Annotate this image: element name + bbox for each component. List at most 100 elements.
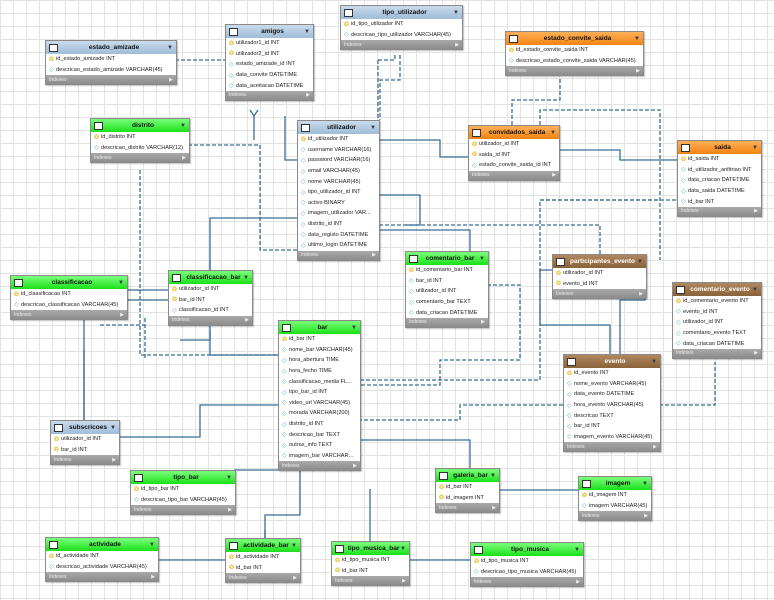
column-row[interactable]: ◇data_aceitacao DATETIME bbox=[226, 80, 313, 91]
column-row[interactable]: ◇data_convite DATETIME bbox=[226, 70, 313, 81]
column-row[interactable]: ❂id_imagem INT bbox=[436, 493, 499, 504]
table-comentario-evento[interactable]: comentario_evento▼❂id_comentario_evento … bbox=[672, 282, 762, 359]
expand-arrow-icon[interactable]: ▶ bbox=[455, 41, 459, 48]
table-header[interactable]: estado_amizade▼ bbox=[46, 41, 176, 54]
column-row[interactable]: ◇descricao_estado_convite_saida VARCHAR(… bbox=[506, 56, 643, 67]
table-participantes-evento[interactable]: participantes_evento▼❂utilizador_id INT❂… bbox=[552, 254, 647, 300]
expand-arrow-icon[interactable]: ▶ bbox=[245, 317, 249, 324]
column-row[interactable]: ◇utilizador_id INT bbox=[673, 317, 761, 328]
table-classificacao-bar[interactable]: classificacao_bar▼❂utilizador_id INT❂bar… bbox=[168, 270, 253, 326]
column-row[interactable]: ◇data_evento DATETIME bbox=[564, 389, 660, 400]
collapse-arrow-icon[interactable]: ▼ bbox=[149, 541, 155, 548]
column-row[interactable]: ◇imagem VARCHAR(45) bbox=[579, 501, 651, 512]
column-row[interactable]: ◇morada VARCHAR(200) bbox=[279, 408, 360, 419]
expand-arrow-icon[interactable]: ▶ bbox=[293, 574, 297, 581]
column-row[interactable]: ◇descricao_classificacao VARCHAR(45) bbox=[11, 300, 127, 311]
column-row[interactable]: ◇classificacao_id INT bbox=[169, 305, 252, 316]
indexes-footer[interactable]: Indexes▶ bbox=[226, 90, 313, 100]
expand-arrow-icon[interactable]: ▶ bbox=[492, 504, 496, 511]
column-row[interactable]: ❂id_evento INT bbox=[564, 368, 660, 379]
column-row[interactable]: ◇descricao_bar TEXT bbox=[279, 429, 360, 440]
indexes-footer[interactable]: Indexes▶ bbox=[471, 577, 583, 587]
collapse-arrow-icon[interactable]: ▼ bbox=[453, 9, 459, 16]
table-convidados-saida[interactable]: convidados_saida▼❂utilizador_id INT❂said… bbox=[468, 125, 560, 181]
column-row[interactable]: ❂id_comentario_evento INT bbox=[673, 296, 761, 307]
identifying-relationship-line[interactable] bbox=[284, 116, 297, 161]
column-row[interactable]: ◇descricao_tipo_musica VARCHAR(45) bbox=[471, 567, 583, 578]
non-identifying-relationship-line[interactable] bbox=[378, 224, 601, 254]
non-identifying-relationship-line[interactable] bbox=[379, 55, 401, 120]
column-row[interactable]: ◇tipo_bar_id INT bbox=[279, 387, 360, 398]
column-row[interactable]: ◇ultimo_login DATETIME bbox=[298, 240, 379, 251]
indexes-footer[interactable]: Indexes▶ bbox=[131, 505, 235, 515]
table-estado-convite-saida[interactable]: estado_convite_saida▼❂id_estado_convite_… bbox=[505, 31, 644, 77]
collapse-arrow-icon[interactable]: ▼ bbox=[400, 545, 406, 552]
column-row[interactable]: ◇nome_evento VARCHAR(45) bbox=[564, 379, 660, 390]
table-classificacao[interactable]: classificacao▼❂id_classificacao INT◇desc… bbox=[10, 275, 128, 321]
column-row[interactable]: ◇data_criacao DATETIME bbox=[673, 338, 761, 349]
column-row[interactable]: ◇evento_id INT bbox=[673, 307, 761, 318]
table-header[interactable]: tipo_musica_bar▼ bbox=[332, 542, 409, 555]
column-row[interactable]: ❂id_bar INT bbox=[279, 334, 360, 345]
collapse-arrow-icon[interactable]: ▼ bbox=[637, 258, 643, 265]
indexes-footer[interactable]: Indexes▶ bbox=[169, 315, 252, 325]
column-row[interactable]: ◇username VARCHAR(16) bbox=[298, 145, 379, 156]
table-header[interactable]: bar▼ bbox=[279, 321, 360, 334]
column-row[interactable]: ❂utilizador_id INT bbox=[553, 268, 646, 279]
expand-arrow-icon[interactable]: ▶ bbox=[182, 154, 186, 161]
table-header[interactable]: classificacao_bar▼ bbox=[169, 271, 252, 284]
table-header[interactable]: convidados_saida▼ bbox=[469, 126, 559, 139]
column-row[interactable]: ◇hora_evento VARCHAR(45) bbox=[564, 400, 660, 411]
collapse-arrow-icon[interactable]: ▼ bbox=[752, 286, 758, 293]
table-header[interactable]: evento▼ bbox=[564, 355, 660, 368]
indexes-footer[interactable]: Indexes▶ bbox=[553, 289, 646, 299]
table-header[interactable]: tipo_utilizador▼ bbox=[341, 6, 462, 19]
column-row[interactable]: ❂evento_id INT bbox=[553, 279, 646, 290]
column-row[interactable]: ◇password VARCHAR(16) bbox=[298, 155, 379, 166]
table-tipo-musica-bar[interactable]: tipo_musica_bar▼❂id_tipo_musica INT❂id_b… bbox=[331, 541, 410, 587]
expand-arrow-icon[interactable]: ▶ bbox=[228, 506, 232, 513]
column-row[interactable]: ◇id_bar INT bbox=[678, 196, 761, 207]
indexes-footer[interactable]: Indexes▶ bbox=[46, 572, 158, 582]
table-utilizador[interactable]: utilizador▼❂id_utilizador INT◇username V… bbox=[297, 120, 380, 261]
indexes-footer[interactable]: Indexes▶ bbox=[678, 206, 761, 216]
non-identifying-relationship-line[interactable] bbox=[511, 78, 561, 125]
expand-arrow-icon[interactable]: ▶ bbox=[636, 67, 640, 74]
table-header[interactable]: tipo_musica▼ bbox=[471, 543, 583, 556]
indexes-footer[interactable]: Indexes▶ bbox=[332, 576, 409, 586]
collapse-arrow-icon[interactable]: ▼ bbox=[291, 542, 297, 549]
column-row[interactable]: ❂bar_id INT bbox=[169, 295, 252, 306]
expand-arrow-icon[interactable]: ▶ bbox=[169, 76, 173, 83]
column-row[interactable]: ◇imagem_utilizador VAR... bbox=[298, 208, 379, 219]
column-row[interactable]: ❂id_tipo_musica INT bbox=[471, 556, 583, 567]
table-header[interactable]: classificacao▼ bbox=[11, 276, 127, 289]
indexes-footer[interactable]: Indexes▶ bbox=[91, 153, 189, 163]
collapse-arrow-icon[interactable]: ▼ bbox=[490, 472, 496, 479]
collapse-arrow-icon[interactable]: ▼ bbox=[634, 35, 640, 42]
column-row[interactable]: ◇data_registo DATETIME bbox=[298, 229, 379, 240]
column-row[interactable]: ◇hora_fecho TIME bbox=[279, 366, 360, 377]
column-row[interactable]: ◇id_utilizador_anfitriao INT bbox=[678, 165, 761, 176]
table-header[interactable]: actividade▼ bbox=[46, 538, 158, 551]
table-header[interactable]: tipo_bar▼ bbox=[131, 471, 235, 484]
table-header[interactable]: comentario_evento▼ bbox=[673, 283, 761, 296]
column-row[interactable]: ◇data_criacao DATETIME bbox=[406, 307, 488, 318]
identifying-relationship-line[interactable] bbox=[249, 109, 259, 140]
expand-arrow-icon[interactable]: ▶ bbox=[372, 252, 376, 259]
table-tipo-utilizador[interactable]: tipo_utilizador▼❂id_tipo_utilizador INT◇… bbox=[340, 5, 463, 51]
column-row[interactable]: ❂utilizador_id INT bbox=[51, 434, 119, 445]
column-row[interactable]: ◇nome_bar VARCHAR(45) bbox=[279, 345, 360, 356]
table-header[interactable]: distrito▼ bbox=[91, 119, 189, 132]
indexes-footer[interactable]: Indexes▶ bbox=[506, 66, 643, 76]
column-row[interactable]: ❂id_utilizador INT bbox=[298, 134, 379, 145]
column-row[interactable]: ❂id_imagem INT bbox=[579, 490, 651, 501]
column-row[interactable]: ◇comentario_bar TEXT bbox=[406, 297, 488, 308]
identifying-relationship-line[interactable] bbox=[378, 229, 471, 251]
expand-arrow-icon[interactable]: ▶ bbox=[120, 311, 124, 318]
identifying-relationship-line[interactable] bbox=[378, 139, 468, 158]
column-row[interactable]: ◇outras_info TEXT bbox=[279, 440, 360, 451]
column-row[interactable]: ◇descricao TEXT bbox=[564, 410, 660, 421]
collapse-arrow-icon[interactable]: ▼ bbox=[118, 279, 124, 286]
column-row[interactable]: ◇hora_abertura TIME bbox=[279, 355, 360, 366]
